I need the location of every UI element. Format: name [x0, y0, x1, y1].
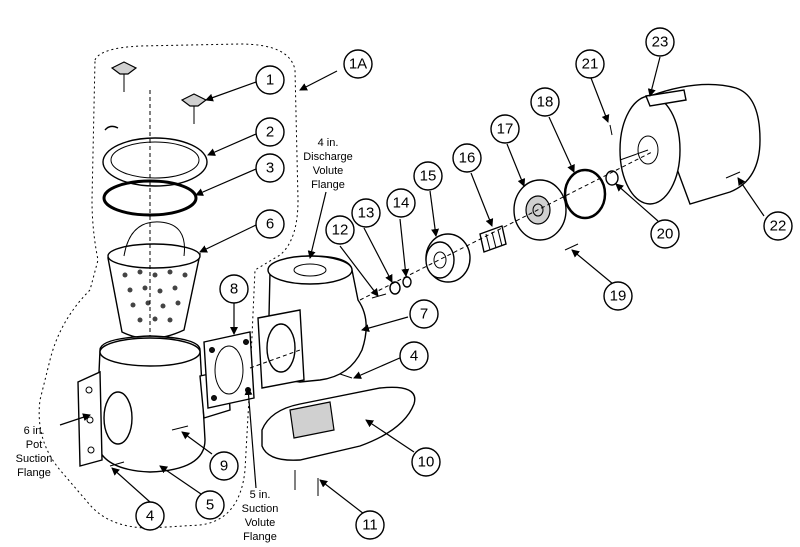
- callout-1a: 1A: [343, 49, 373, 79]
- svg-text:Flange: Flange: [311, 179, 345, 191]
- callout-17: 17: [490, 114, 520, 144]
- svg-text:20: 20: [657, 226, 674, 243]
- callout-7: 7: [409, 299, 439, 329]
- washer: [389, 281, 401, 295]
- wing-knob-bolts: [110, 61, 208, 124]
- annotation-discharge-flange: 4 in. Discharge Volute Flange: [303, 137, 353, 191]
- callout-13: 13: [351, 198, 381, 228]
- callout-16: 16: [452, 143, 482, 173]
- callout-4-pot: 4: [135, 501, 165, 531]
- leader-lines: [59, 56, 765, 515]
- svg-text:19: 19: [610, 288, 627, 305]
- svg-text:3: 3: [266, 160, 274, 177]
- svg-text:4: 4: [410, 348, 418, 365]
- callout-6: 6: [255, 209, 285, 239]
- seal-plate-o-ring: [563, 168, 607, 220]
- callout-11: 11: [355, 510, 385, 540]
- callout-12: 12: [325, 215, 355, 245]
- pot-lid: [102, 125, 208, 187]
- callout-20: 20: [650, 219, 680, 249]
- seal-plate-bolt: [564, 243, 579, 251]
- callout-8: 8: [219, 274, 249, 304]
- callout-5: 5: [195, 490, 225, 520]
- shaft-washer: [605, 170, 619, 186]
- svg-text:6 in.: 6 in.: [24, 425, 45, 437]
- svg-text:Flange: Flange: [243, 531, 277, 543]
- callout-4-volute: 4: [399, 341, 429, 371]
- svg-text:12: 12: [332, 222, 349, 239]
- svg-text:5 in.: 5 in.: [250, 489, 271, 501]
- svg-text:23: 23: [652, 34, 669, 51]
- callout-2: 2: [255, 117, 285, 147]
- washer-small: [402, 276, 412, 288]
- flange-gasket: [203, 331, 255, 409]
- svg-text:6: 6: [266, 216, 274, 233]
- annotation-volute-suction-flange: 5 in. Suction Volute Flange: [242, 489, 279, 543]
- svg-text:9: 9: [220, 458, 228, 475]
- callout-1: 1: [255, 65, 285, 95]
- svg-text:13: 13: [358, 205, 375, 222]
- svg-text:Flange: Flange: [17, 467, 51, 479]
- svg-text:10: 10: [418, 454, 435, 471]
- callout-22: 22: [763, 211, 793, 241]
- pump-base: [261, 386, 416, 461]
- callout-15: 15: [413, 161, 443, 191]
- svg-text:21: 21: [582, 56, 599, 73]
- svg-text:17: 17: [497, 121, 514, 138]
- callout-14: 14: [386, 188, 416, 218]
- svg-text:Volute: Volute: [313, 165, 344, 177]
- callout-21: 21: [575, 49, 605, 79]
- shaft-key: [609, 124, 613, 136]
- annotation-pot-suction-flange: 6 in. Pot Suction Flange: [16, 425, 53, 479]
- seal-plate: [513, 179, 567, 241]
- callout-18: 18: [530, 87, 560, 117]
- svg-text:Suction: Suction: [16, 453, 53, 465]
- callout-9: 9: [209, 451, 239, 481]
- pot-assembly-boundary: [38, 43, 299, 529]
- svg-text:1: 1: [266, 72, 274, 89]
- svg-text:15: 15: [420, 168, 437, 185]
- svg-text:18: 18: [537, 94, 554, 111]
- volute: [257, 255, 367, 389]
- svg-text:Discharge: Discharge: [303, 151, 353, 163]
- callout-19: 19: [603, 281, 633, 311]
- svg-text:2: 2: [266, 124, 274, 141]
- svg-text:Pot: Pot: [26, 439, 43, 451]
- svg-text:5: 5: [206, 497, 214, 514]
- svg-text:8: 8: [230, 281, 238, 298]
- svg-text:14: 14: [393, 195, 410, 212]
- shaft-seal: [479, 225, 507, 253]
- callout-23: 23: [645, 27, 675, 57]
- callout-group: 1A 1 2 3 6 8 7 12 13 14 15 16 17 18 21 2…: [135, 27, 793, 540]
- svg-text:4 in.: 4 in.: [318, 137, 339, 149]
- bolts: [109, 293, 387, 496]
- motor: [619, 83, 761, 205]
- svg-text:11: 11: [362, 517, 378, 534]
- svg-text:16: 16: [459, 150, 476, 167]
- strainer-basket: [107, 221, 201, 340]
- svg-text:1A: 1A: [349, 56, 367, 73]
- svg-text:4: 4: [146, 508, 154, 525]
- svg-text:7: 7: [420, 306, 428, 323]
- impeller: [425, 233, 471, 283]
- callout-3: 3: [255, 153, 285, 183]
- callout-10: 10: [411, 447, 441, 477]
- svg-text:22: 22: [770, 218, 787, 235]
- svg-text:Suction: Suction: [242, 503, 279, 515]
- motor-bolt: [725, 171, 741, 179]
- svg-text:Volute: Volute: [245, 517, 276, 529]
